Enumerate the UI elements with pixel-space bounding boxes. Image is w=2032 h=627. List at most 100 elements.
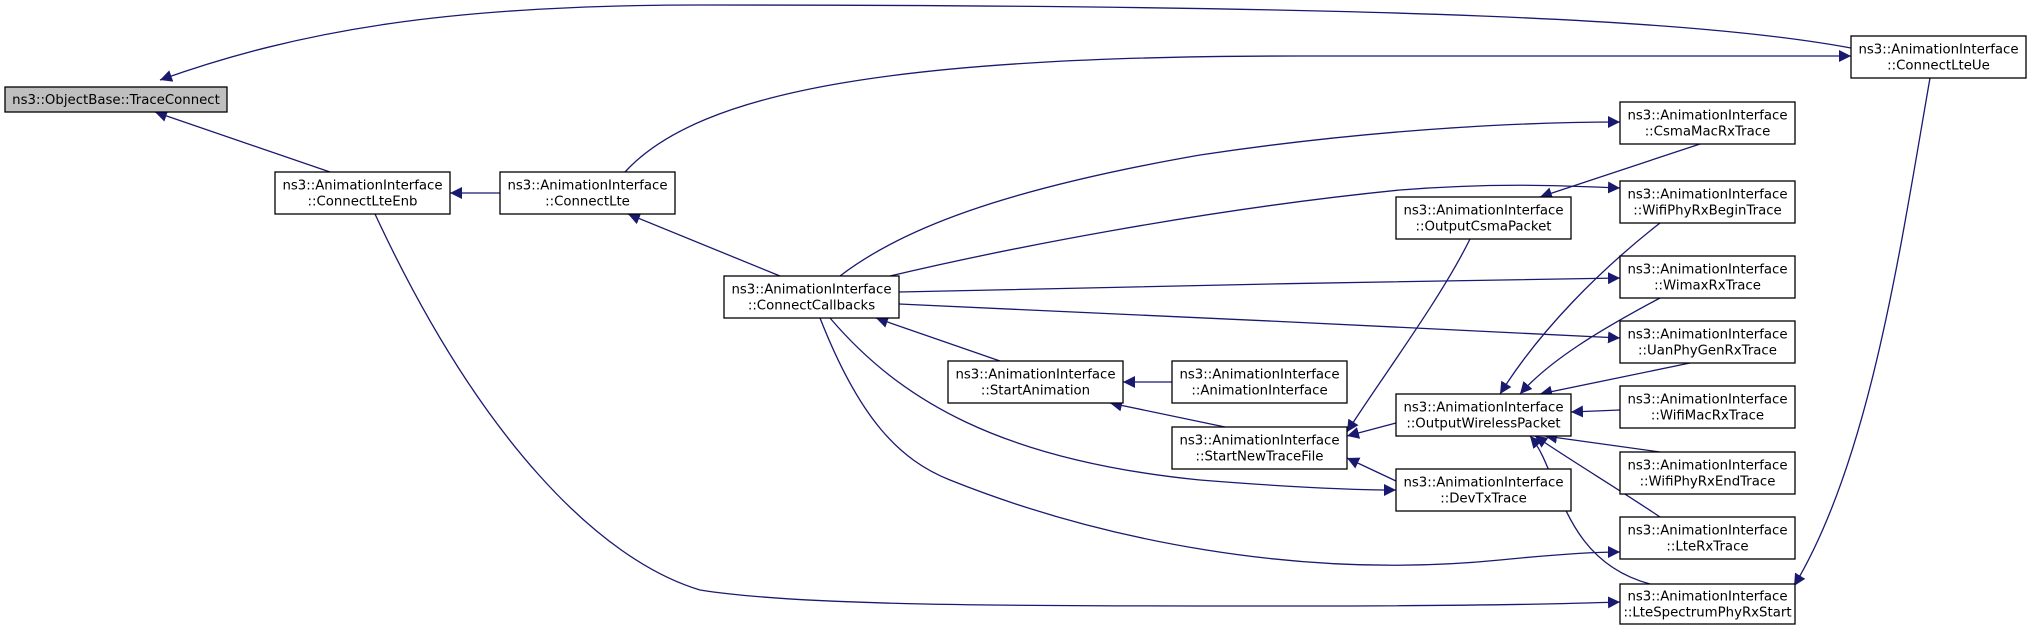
node-label: ::AnimationInterface — [1191, 384, 1327, 399]
edge-connect_lte_ue-to-trace_connect — [159, 4, 1852, 82]
node-box — [1619, 385, 1796, 429]
edge-connect_callbacks-to-wimax_rx_trace — [898, 272, 1621, 293]
edge-connect_callbacks-to-connect_lte — [627, 212, 781, 277]
node-box — [947, 360, 1124, 404]
node-wifi_phy_rx_end_trace[interactable]: ns3::AnimationInterface::WifiPhyRxEndTra… — [1619, 451, 1796, 495]
node-label: ns3::AnimationInterface — [955, 368, 1115, 383]
edge-connect_callbacks-to-dev_tx_trace — [829, 317, 1397, 496]
node-label: ns3::AnimationInterface — [1627, 524, 1787, 539]
edge-wifi_phy_rx_begin_trace-to-output_wireless_packet — [1499, 222, 1661, 395]
node-box — [1171, 360, 1348, 404]
node-box — [1171, 426, 1348, 470]
edge-output_csma_packet-to-start_new_trace_file — [1346, 238, 1471, 433]
node-label: ns3::AnimationInterface — [1627, 109, 1787, 124]
node-label: ::CsmaMacRxTrace — [1645, 125, 1771, 140]
node-connect_lte_enb[interactable]: ns3::AnimationInterface::ConnectLteEnb — [274, 171, 451, 215]
node-box — [1619, 320, 1796, 364]
node-animation_interface[interactable]: ns3::AnimationInterface::AnimationInterf… — [1171, 360, 1348, 404]
edge-output_wireless_packet-to-start_new_trace_file — [1346, 422, 1397, 439]
edge-csma_mac_rx_trace-to-output_csma_packet — [1539, 143, 1701, 199]
node-label: ns3::AnimationInterface — [1627, 459, 1787, 474]
edge-lte_spectrum_phy_rx_start-to-output_wireless_packet — [1529, 435, 1651, 585]
edges-layer — [154, 4, 1931, 609]
node-label: ::WifiMacRxTrace — [1651, 409, 1764, 424]
node-wimax_rx_trace[interactable]: ns3::AnimationInterface::WimaxRxTrace — [1619, 255, 1796, 299]
edge-connect_callbacks-to-uan_phy_gen_rx_trace — [898, 303, 1621, 344]
node-box — [723, 275, 900, 319]
node-lte_spectrum_phy_rx_start[interactable]: ns3::AnimationInterface::LteSpectrumPhyR… — [1619, 583, 1796, 625]
node-label: ::UanPhyGenRxTrace — [1638, 344, 1777, 359]
edge-wifi_mac_rx_trace-to-output_wireless_packet — [1570, 405, 1621, 418]
node-label: ns3::AnimationInterface — [1627, 263, 1787, 278]
node-wifi_phy_rx_begin_trace[interactable]: ns3::AnimationInterface::WifiPhyRxBeginT… — [1619, 180, 1796, 224]
node-label: ns3::AnimationInterface — [1627, 188, 1787, 203]
node-box — [499, 171, 676, 215]
node-label: ::ConnectLteUe — [1887, 59, 1990, 74]
node-box — [1619, 583, 1796, 625]
node-label: ns3::AnimationInterface — [1179, 368, 1339, 383]
edge-wifi_phy_rx_end_trace-to-output_wireless_packet — [1544, 431, 1661, 453]
node-start_animation[interactable]: ns3::AnimationInterface::StartAnimation — [947, 360, 1124, 404]
node-box — [1619, 255, 1796, 299]
edge-start_new_trace_file-to-start_animation — [1109, 399, 1226, 428]
node-box — [274, 171, 451, 215]
node-box — [1619, 180, 1796, 224]
node-trace_connect[interactable]: ns3::ObjectBase::TraceConnect — [4, 86, 228, 113]
edge-connect_callbacks-to-lte_rx_trace — [819, 317, 1621, 566]
edge-wimax_rx_trace-to-output_wireless_packet — [1519, 297, 1661, 395]
node-label: ::WifiPhyRxBeginTrace — [1633, 204, 1781, 219]
node-label: ::LteRxTrace — [1666, 540, 1748, 555]
nodes-layer: ns3::ObjectBase::TraceConnectns3::Animat… — [4, 35, 2027, 625]
node-wifi_mac_rx_trace[interactable]: ns3::AnimationInterface::WifiMacRxTrace — [1619, 385, 1796, 429]
node-label: ns3::AnimationInterface — [1403, 204, 1563, 219]
node-label: ns3::AnimationInterface — [282, 179, 442, 194]
node-label: ::StartNewTraceFile — [1196, 450, 1324, 465]
node-label: ::ConnectCallbacks — [748, 299, 875, 314]
node-label: ns3::AnimationInterface — [731, 283, 891, 298]
node-dev_tx_trace[interactable]: ns3::AnimationInterface::DevTxTrace — [1395, 468, 1572, 512]
edge-lte_rx_trace-to-output_wireless_packet — [1534, 435, 1661, 518]
node-box — [1395, 468, 1572, 512]
node-label: ns3::AnimationInterface — [1627, 328, 1787, 343]
node-label: ns3::AnimationInterface — [1403, 476, 1563, 491]
node-connect_lte[interactable]: ns3::AnimationInterface::ConnectLte — [499, 171, 676, 215]
edge-start_animation-to-connect_callbacks — [875, 316, 1001, 362]
edge-connect_lte-to-connect_lte_ue — [624, 50, 1851, 173]
node-box — [1395, 196, 1572, 240]
node-output_wireless_packet[interactable]: ns3::AnimationInterface::OutputWirelessP… — [1395, 393, 1572, 437]
node-label: ::OutputWirelessPacket — [1406, 417, 1560, 432]
edge-connect_lte_enb-to-lte_spectrum_phy_rx_start — [374, 213, 1621, 609]
node-label: ns3::AnimationInterface — [1403, 401, 1563, 416]
node-label: ns3::AnimationInterface — [1858, 43, 2018, 58]
node-box — [1619, 516, 1796, 560]
node-label: ::ConnectLte — [545, 195, 630, 210]
node-box — [1395, 393, 1572, 437]
node-label: ::ConnectLteEnb — [307, 195, 417, 210]
node-label: ::DevTxTrace — [1440, 492, 1527, 507]
node-label: ::StartAnimation — [981, 384, 1090, 399]
node-label: ::LteSpectrumPhyRxStart — [1623, 606, 1791, 621]
node-label: ns3::AnimationInterface — [1627, 393, 1787, 408]
node-label: ::WifiPhyRxEndTrace — [1640, 475, 1776, 490]
edge-dev_tx_trace-to-start_new_trace_file — [1346, 457, 1397, 482]
node-csma_mac_rx_trace[interactable]: ns3::AnimationInterface::CsmaMacRxTrace — [1619, 101, 1796, 145]
node-uan_phy_gen_rx_trace[interactable]: ns3::AnimationInterface::UanPhyGenRxTrac… — [1619, 320, 1796, 364]
node-box — [1619, 451, 1796, 495]
node-connect_lte_ue[interactable]: ns3::AnimationInterface::ConnectLteUe — [1850, 35, 2027, 79]
node-box — [1850, 35, 2027, 79]
node-label: ns3::AnimationInterface — [1179, 434, 1339, 449]
node-box — [4, 86, 228, 113]
node-label: ::OutputCsmaPacket — [1416, 220, 1552, 235]
node-start_new_trace_file[interactable]: ns3::AnimationInterface::StartNewTraceFi… — [1171, 426, 1348, 470]
node-lte_rx_trace[interactable]: ns3::AnimationInterface::LteRxTrace — [1619, 516, 1796, 560]
node-connect_callbacks[interactable]: ns3::AnimationInterface::ConnectCallback… — [723, 275, 900, 319]
edge-connect_lte_ue-to-lte_spectrum_phy_rx_start — [1793, 77, 1931, 587]
node-label: ns3::AnimationInterface — [507, 179, 667, 194]
node-label: ns3::ObjectBase::TraceConnect — [12, 93, 220, 108]
edge-connect_callbacks-to-csma_mac_rx_trace — [839, 116, 1621, 277]
edge-connect_lte_enb-to-trace_connect — [154, 110, 331, 173]
node-box — [1619, 101, 1796, 145]
node-label: ns3::AnimationInterface — [1627, 590, 1787, 605]
node-output_csma_packet[interactable]: ns3::AnimationInterface::OutputCsmaPacke… — [1395, 196, 1572, 240]
